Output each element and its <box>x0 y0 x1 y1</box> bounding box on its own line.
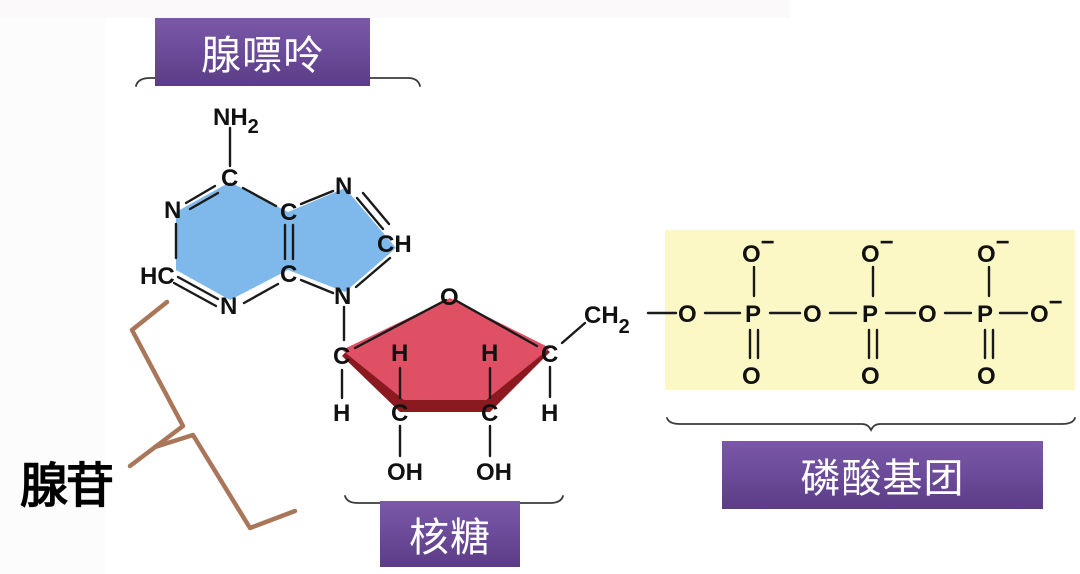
atom-c4: C <box>280 261 297 288</box>
atom-bridge-o-1: O <box>678 301 697 328</box>
atom-terminal-o: O− <box>1030 289 1063 328</box>
atom-n1: N <box>164 197 181 224</box>
adenosine-label: 腺苷 <box>20 458 114 514</box>
atom-top-o-2: O− <box>861 229 894 268</box>
atom-p-alpha: P <box>745 301 761 328</box>
ribose-ring-edge <box>342 345 550 412</box>
atom-c5: C <box>280 199 297 226</box>
atom-c6: C <box>221 165 238 192</box>
phosphate-group-label: 磷酸基团 <box>722 441 1043 509</box>
atom-bottom-o-3: O <box>977 363 996 390</box>
phosphate-brace <box>666 417 1076 433</box>
atom-bridge-o-2: O <box>803 301 822 328</box>
phosphate-highlight <box>665 230 1075 390</box>
atom-p-gamma: P <box>977 301 993 328</box>
atom-c4-h: H <box>541 400 558 427</box>
atom-c3-h: H <box>481 340 498 367</box>
atom-n9: N <box>334 283 351 310</box>
phosphate-bonds <box>703 265 1029 360</box>
atom-c3: C <box>481 400 498 427</box>
atom-n7: N <box>335 173 352 200</box>
atom-c8: CH <box>377 231 412 258</box>
atom-ch2: CH2 <box>584 302 630 338</box>
atom-c2: C <box>391 400 408 427</box>
ribose-bonds <box>340 305 678 458</box>
atom-c2: HC <box>140 263 175 290</box>
atom-c1: C <box>333 343 350 370</box>
atom-bottom-o-2: O <box>861 363 880 390</box>
atom-c2-h: H <box>391 340 408 367</box>
adenosine-bracket-lower <box>152 432 298 531</box>
adenine-label: 腺嘌呤 <box>155 18 370 86</box>
atom-p-beta: P <box>862 301 878 328</box>
atom-o4: O <box>440 284 459 311</box>
atom-c3-oh: OH <box>476 459 512 486</box>
left-background-strip <box>0 18 105 574</box>
atom-n3: N <box>220 293 237 320</box>
adenine-bonds <box>172 126 392 308</box>
atom-top-o-1: O− <box>742 229 775 268</box>
atom-bottom-o-1: O <box>742 363 761 390</box>
atom-top-o-3: O− <box>977 229 1010 268</box>
atom-c2-oh: OH <box>387 459 423 486</box>
atom-c1-h: H <box>333 400 350 427</box>
top-background-strip <box>0 0 790 18</box>
atom-bridge-o-3: O <box>918 301 937 328</box>
atom-c4: C <box>541 341 558 368</box>
ribose-label: 核糖 <box>380 501 520 567</box>
atom-nh2: NH2 <box>213 104 259 138</box>
ribose-ring-outline <box>353 298 539 350</box>
